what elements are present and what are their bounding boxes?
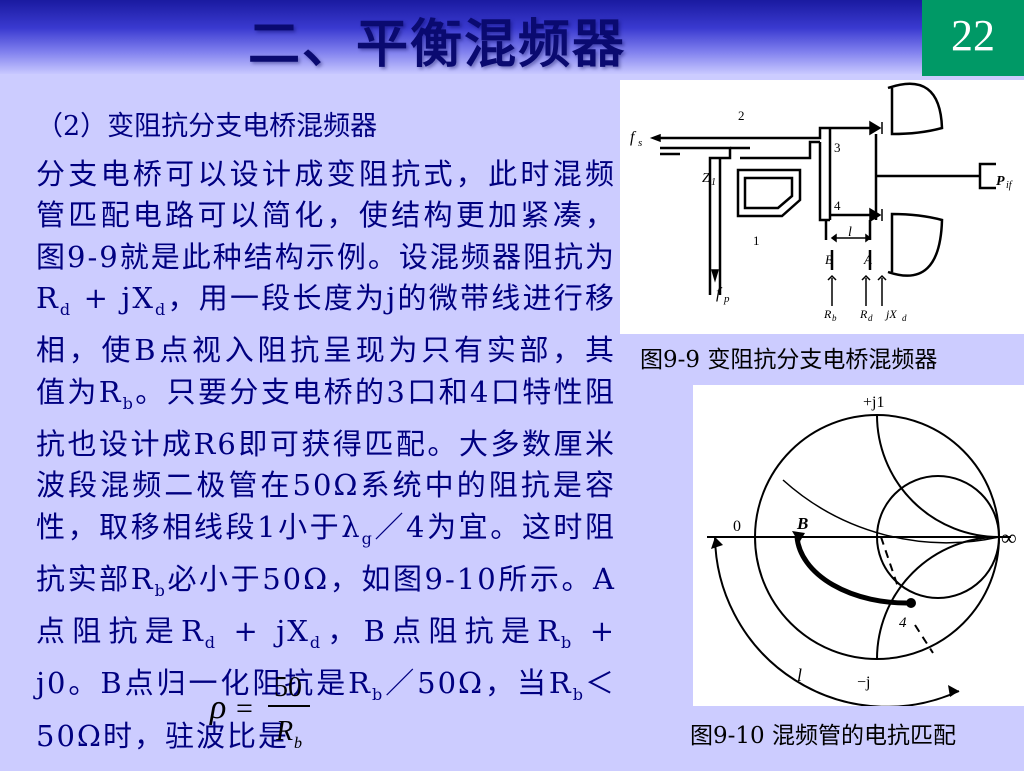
para-text: 分支电桥可以设计成变阻抗式，此时混频管匹配电路可以简化，使结构更加紧凑，图9-9… [36, 157, 616, 316]
figure-9-9: f s f p P if Z 1 1 2 3 4 B A l R b R d j… [620, 80, 1024, 334]
page-number-box: 22 [922, 0, 1024, 76]
para-text: ，用一段长度为j的微带线进行移相，使B点视入阻抗呈现为只有实部，其值为R [36, 281, 617, 409]
smith-chart-diagram: +j1 −j 0 ∞ B 4 l [707, 394, 1017, 708]
vswr-formula: ρ = 50 R b [208, 666, 328, 766]
port-4-label: 4 [834, 198, 841, 213]
para-text: ，B点阻抗是R [322, 614, 561, 649]
fp-label: f [716, 285, 723, 302]
pif-label: P [996, 174, 1005, 189]
point-4-label: 4 [899, 615, 907, 631]
figure-9-10: +j1 −j 0 ∞ B 4 l [693, 385, 1024, 708]
z1-label: Z [702, 171, 710, 186]
rd-label: R [859, 307, 868, 321]
para-text: + j0。B点归一化阻抗是R [36, 614, 616, 701]
pif-sub: if [1006, 180, 1013, 191]
branch-bridge-mixer-diagram: f s f p P if Z 1 1 2 3 4 B A l R b R d j… [630, 82, 1013, 323]
point-b-label: B [825, 252, 833, 267]
jxd-label: jX [884, 307, 897, 321]
section-subtitle: （2）变阻抗分支电桥混频器 [36, 111, 378, 142]
point-b-label: B [796, 514, 808, 533]
para-text: ／50Ω，当R [384, 666, 573, 701]
title-bar [0, 0, 922, 74]
fs-sub: s [638, 137, 642, 149]
para-sub: d [59, 300, 73, 320]
fs-label: f [630, 129, 637, 146]
rd-sub: d [868, 313, 873, 323]
formula-denominator: R [275, 716, 293, 747]
body-paragraph: 分支电桥可以设计成变阻抗式，此时混频管匹配电路可以简化，使结构更加紧凑，图9-9… [36, 154, 616, 757]
zero-label: 0 [733, 518, 741, 535]
port-1-label: 1 [753, 233, 760, 248]
formula-rho: ρ [209, 689, 226, 726]
rb-sub: b [832, 313, 837, 323]
port-3-label: 3 [834, 140, 841, 155]
figure-9-9-caption: 图9-9 变阻抗分支电桥混频器 [640, 347, 938, 373]
minus-j-label: −j [857, 674, 870, 691]
length-l-label: l [848, 225, 852, 240]
page-number: 22 [951, 11, 995, 60]
para-text: 必小于50Ω，如图9-10所示。A点阻抗是R [36, 562, 616, 649]
para-sub: b [122, 393, 135, 413]
para-text: + jX [217, 614, 310, 649]
rb-label: R [823, 307, 832, 321]
page-title: 二、平衡混频器 [248, 15, 627, 75]
para-sub: b [572, 685, 585, 705]
para-text: ／4为宜。这时阻抗实部R [36, 509, 616, 597]
para-sub: b [560, 633, 574, 653]
matching-arc [794, 536, 912, 606]
port-2-label: 2 [738, 108, 745, 123]
fp-sub: p [723, 293, 730, 305]
length-l-label: l [797, 665, 802, 685]
figure-9-10-caption: 图9-10 混频管的电抗匹配 [690, 723, 956, 749]
para-sub: d [154, 300, 168, 320]
para-sub: b [154, 580, 167, 600]
para-sub: d [204, 633, 218, 653]
formula-denominator-sub: b [294, 735, 302, 752]
para-sub: g [361, 528, 374, 548]
point-a-label: A [863, 252, 872, 267]
z1-sub: 1 [711, 177, 716, 188]
para-sub: d [309, 633, 323, 653]
formula-equals: = [236, 692, 253, 725]
infinity-label: ∞ [1001, 525, 1017, 550]
para-text: + jX [72, 281, 155, 316]
para-text: ＜50Ω时，驻波比是 [36, 666, 616, 753]
plus-j1-label: +j1 [863, 394, 884, 411]
para-sub: b [372, 685, 385, 705]
jxd-sub: d [902, 313, 907, 323]
formula-numerator: 50 [274, 672, 302, 703]
para-text: 。只要分支电桥的3口和4口特性阻抗也设计成R6即可获得匹配。大多数厘米波段混频二… [36, 374, 616, 544]
